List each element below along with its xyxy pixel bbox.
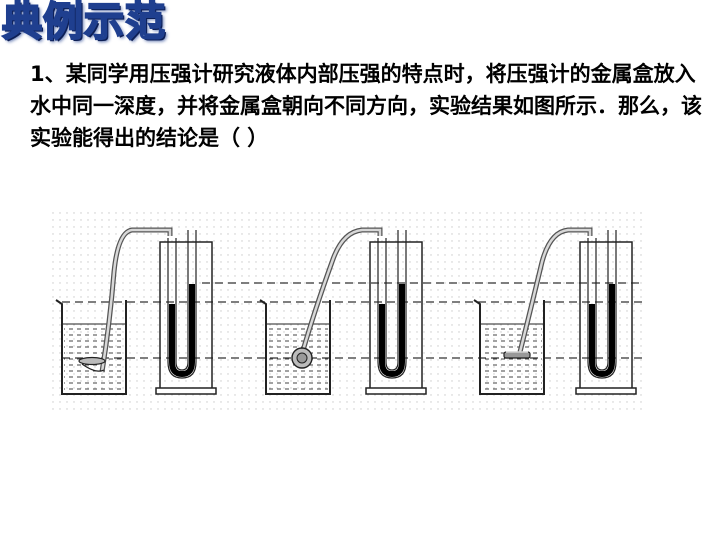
setup-1 [55, 227, 217, 395]
u-tube-manometer-icon [575, 230, 637, 395]
u-tube-manometer-icon [155, 230, 217, 395]
slide-title: 典例示范 [1, 0, 166, 45]
setup-2 [259, 227, 427, 395]
beaker-icon [473, 299, 545, 395]
question-text: 1、某同学用压强计研究液体内部压强的特点时，将压强计的金属盒放入水中同一深度，并… [30, 62, 702, 150]
metal-probe-icon [503, 351, 531, 359]
metal-probe-icon [78, 356, 106, 372]
setup-3 [473, 227, 637, 395]
metal-probe-icon [291, 347, 313, 369]
pressure-experiment-figure [52, 212, 644, 410]
grid-background [52, 212, 644, 410]
u-tube-manometer-icon [365, 230, 427, 395]
